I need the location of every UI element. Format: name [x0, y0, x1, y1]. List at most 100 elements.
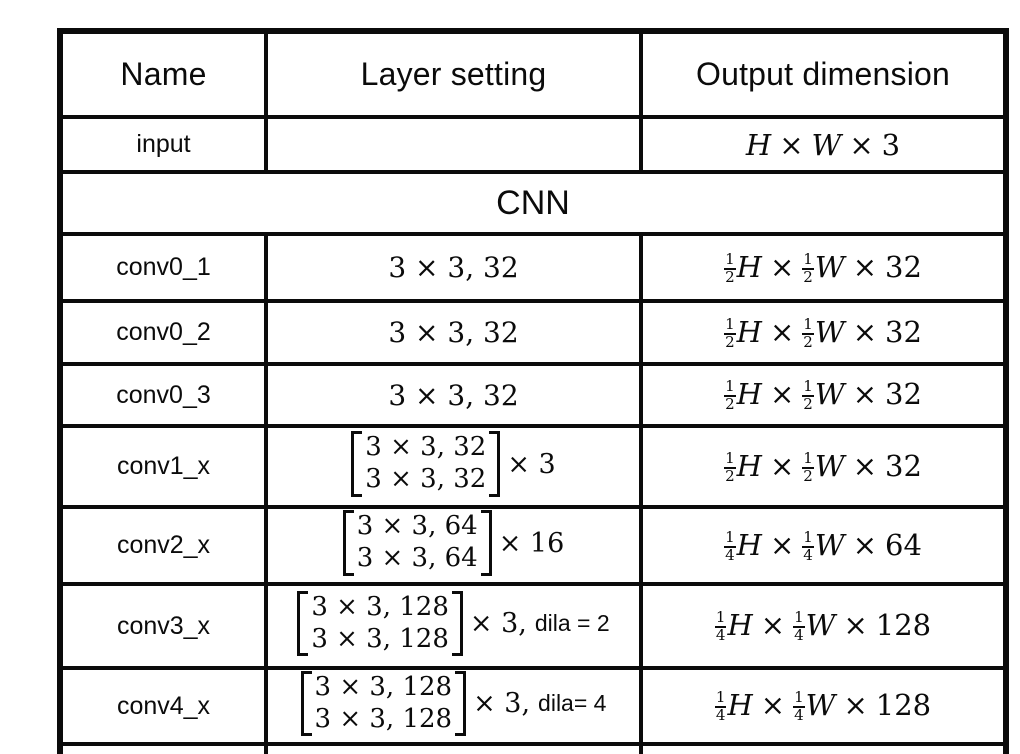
times-sign: ×	[769, 448, 795, 483]
name-cell: conv4_x	[58, 666, 268, 746]
matrix-multiplier: × 16	[498, 527, 565, 559]
name-cell: conv0_3	[58, 362, 268, 428]
math-var-w: W	[814, 448, 845, 483]
times-sign: ×	[852, 448, 877, 483]
column-header-output-dimension: Output dimension	[639, 29, 1008, 119]
column-header-layer-setting: Layer setting	[264, 29, 643, 119]
left-bracket-icon	[342, 511, 354, 576]
times-sign: ×	[852, 249, 877, 284]
layer-cell: 3 × 3, 32	[264, 232, 643, 303]
math-var-h: H	[736, 527, 762, 562]
matrix-line: 3 × 3, 128	[314, 703, 453, 734]
layer-cell: 3 × 3, 32	[264, 362, 643, 428]
times-sign: ×	[843, 688, 868, 723]
dilation-note: dila = 2	[534, 610, 610, 636]
math-var-h: H	[736, 448, 762, 483]
math-var-h: H	[736, 314, 762, 349]
matrix-line: 3 × 3, 64	[356, 543, 478, 573]
times-sign: ×	[852, 314, 877, 349]
matrix-line: 3 × 3, 128	[311, 623, 449, 654]
channel-count: 32	[885, 377, 922, 412]
matrix-multiplier: × 3	[507, 448, 556, 480]
name-cell	[58, 742, 268, 754]
name-cell: input	[58, 115, 268, 174]
math-var-h: H	[745, 127, 772, 162]
right-bracket-icon	[455, 672, 467, 737]
times-sign: ×	[843, 608, 868, 643]
times-sign: ×	[769, 249, 795, 284]
output-cell: H×W×3	[639, 115, 1008, 174]
right-bracket-icon	[480, 511, 492, 576]
times-sign: ×	[760, 608, 786, 643]
dilation-note: dila= 4	[538, 690, 607, 716]
section-row-cnn: CNN	[58, 170, 1008, 236]
left-bracket-icon	[351, 431, 363, 497]
column-header-name: Name	[58, 29, 268, 119]
right-bracket-icon	[489, 431, 501, 497]
math-var-w: W	[814, 249, 845, 284]
name-cell: conv1_x	[58, 424, 268, 509]
layer-cell: 3 × 3, 32	[264, 299, 643, 366]
times-sign: ×	[769, 314, 795, 349]
matrix-multiplier: × 3,	[469, 608, 527, 639]
times-sign: ×	[779, 127, 804, 162]
channel-count: 128	[875, 608, 932, 643]
channel-count: 128	[875, 688, 932, 723]
layer-cell	[264, 742, 643, 754]
cnn-architecture-table: Name Layer setting Output dimension inpu…	[57, 28, 1009, 754]
matrix-line: 3 × 3, 128	[311, 591, 449, 622]
matrix-line: 3 × 3, 128	[314, 671, 453, 702]
math-var-h: H	[727, 688, 753, 723]
matrix-multiplier: × 3,	[473, 688, 531, 719]
math-var-w: W	[814, 377, 845, 412]
math-var-w: W	[805, 688, 836, 723]
channel-count: 32	[885, 249, 922, 284]
math-var-w: W	[814, 527, 845, 562]
math-var-h: H	[736, 377, 762, 412]
name-cell: conv0_2	[58, 299, 268, 366]
matrix-line: 3 × 3, 32	[365, 464, 487, 494]
channel-count: 64	[885, 527, 922, 562]
name-cell: conv0_1	[58, 232, 268, 303]
channel-count: 32	[885, 314, 922, 349]
times-sign: ×	[852, 527, 877, 562]
times-sign: ×	[769, 377, 795, 412]
layer-cell-empty	[264, 115, 643, 174]
